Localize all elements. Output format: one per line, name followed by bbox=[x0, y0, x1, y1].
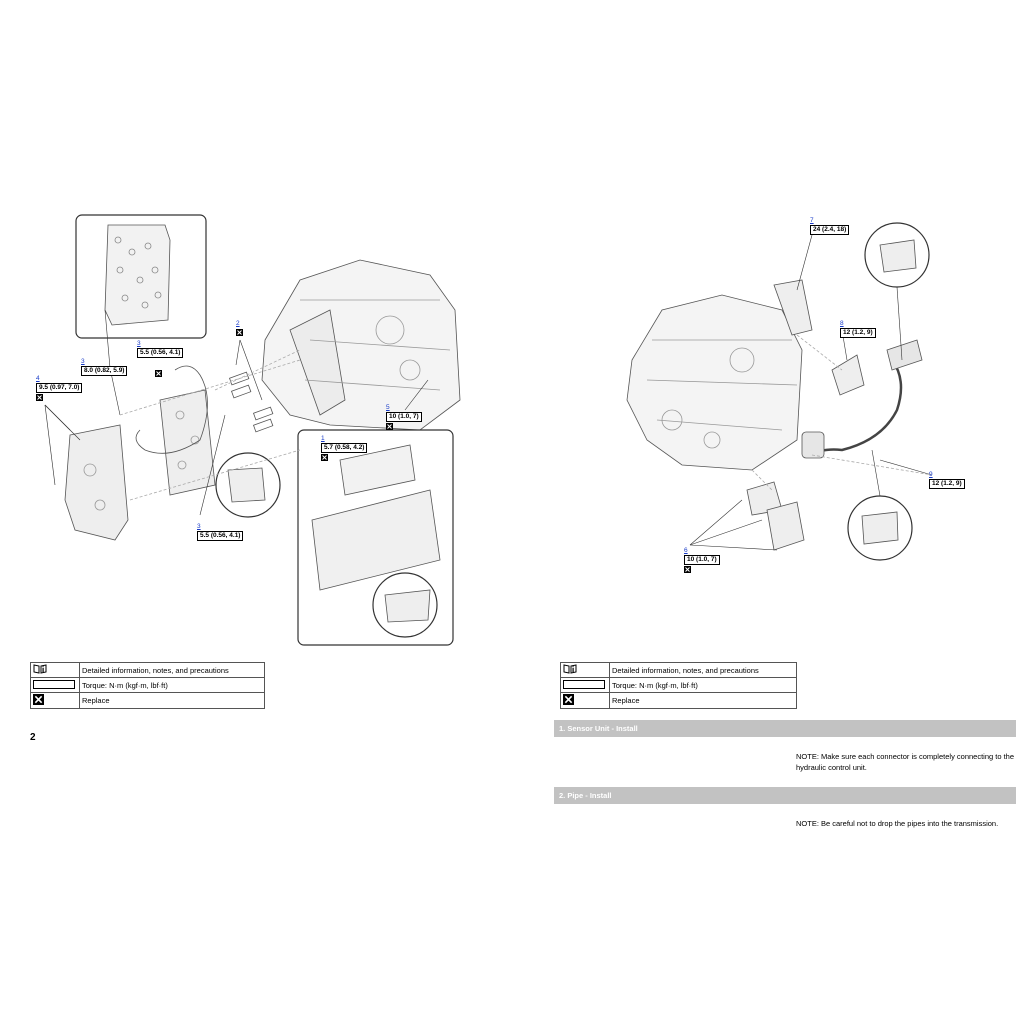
callout-6: 6 10 (1.0, 7) bbox=[684, 547, 720, 573]
torque-value: 9.5 (0.97, 7.0) bbox=[36, 383, 83, 393]
callout-ref-link[interactable]: 3 bbox=[81, 358, 85, 365]
step-header-pipe: 2. Pipe - Install bbox=[554, 787, 1016, 804]
callout-3-left: 3 8.0 (0.82, 5.9) bbox=[81, 358, 128, 376]
legend-row: Detailed information, notes, and precaut… bbox=[560, 662, 797, 678]
callout-7: 7 24 (2.4, 18) bbox=[810, 217, 850, 235]
book-info-icon bbox=[560, 662, 610, 678]
torque-value: 24 (2.4, 18) bbox=[810, 225, 850, 235]
callout-5: 5 10 (1.0, 7) bbox=[386, 404, 422, 430]
torque-value: 12 (1.2, 9) bbox=[840, 328, 876, 338]
legend-text: Replace bbox=[609, 692, 797, 709]
page-number: 2 bbox=[30, 732, 36, 743]
replace-x-icon bbox=[36, 394, 43, 401]
callout-ref-link[interactable]: 6 bbox=[684, 547, 688, 554]
torque-value: 10 (1.0, 7) bbox=[684, 555, 720, 565]
callout-9: 9 12 (1.2, 9) bbox=[929, 471, 965, 489]
callout-ref-link[interactable]: 5 bbox=[386, 404, 390, 411]
callout-8: 8 12 (1.2, 9) bbox=[840, 320, 876, 338]
left-page: 2 3 5.5 (0.56, 4.1) 3 8.0 (0.82, 5.9) 4 … bbox=[30, 214, 461, 743]
torque-value: 8.0 (0.82, 5.9) bbox=[81, 366, 128, 376]
callout-3-upper: 3 5.5 (0.56, 4.1) bbox=[137, 340, 184, 377]
legend-table: Detailed information, notes, and precaut… bbox=[560, 662, 797, 709]
torque-box-icon bbox=[560, 677, 610, 693]
legend-text: Torque: N·m (kgf·m, lbf·ft) bbox=[79, 677, 265, 693]
replace-x-icon bbox=[236, 329, 243, 336]
right-page: 7 24 (2.4, 18) 8 12 (1.2, 9) 9 12 (1.2, … bbox=[512, 0, 1024, 1024]
step-note: NOTE: Make sure each connector is comple… bbox=[796, 752, 1015, 772]
legend-text: Detailed information, notes, and precaut… bbox=[79, 662, 265, 678]
callout-ref-link[interactable]: 3 bbox=[197, 523, 201, 530]
legend-row: Replace bbox=[560, 692, 797, 709]
callout-ref-link[interactable]: 1 bbox=[321, 435, 325, 442]
replace-x-icon bbox=[155, 370, 162, 377]
callout-1: 1 5.7 (0.58, 4.2) bbox=[321, 435, 368, 461]
torque-box-icon bbox=[30, 677, 80, 693]
callout-ref-link[interactable]: 8 bbox=[840, 320, 844, 327]
callout-ref-link[interactable]: 7 bbox=[810, 217, 814, 224]
legend-row: Replace bbox=[30, 692, 265, 709]
torque-value: 10 (1.0, 7) bbox=[386, 412, 422, 422]
replace-x-icon bbox=[321, 454, 328, 461]
legend-text: Detailed information, notes, and precaut… bbox=[609, 662, 797, 678]
exploded-view-diagram bbox=[626, 222, 933, 561]
callout-ref-link[interactable]: 4 bbox=[36, 375, 40, 382]
torque-value: 12 (1.2, 9) bbox=[929, 479, 965, 489]
legend-text: Replace bbox=[79, 692, 265, 709]
callout-3-lower: 3 5.5 (0.56, 4.1) bbox=[197, 523, 244, 541]
callout-ref-link[interactable]: 2 bbox=[236, 320, 240, 327]
legend-row: Detailed information, notes, and precaut… bbox=[30, 662, 265, 678]
replace-x-icon bbox=[386, 423, 393, 430]
torque-value: 5.5 (0.56, 4.1) bbox=[197, 531, 244, 541]
legend-table: Detailed information, notes, and precaut… bbox=[30, 662, 265, 709]
replace-x-icon bbox=[684, 566, 691, 573]
step-note: NOTE: Be careful not to drop the pipes i… bbox=[796, 819, 999, 828]
replace-x-icon bbox=[30, 692, 80, 709]
legend-row: Torque: N·m (kgf·m, lbf·ft) bbox=[560, 677, 797, 693]
step-header-sensor-unit: 1. Sensor Unit - Install bbox=[554, 720, 1016, 737]
legend-text: Torque: N·m (kgf·m, lbf·ft) bbox=[609, 677, 797, 693]
callout-4: 4 9.5 (0.97, 7.0) bbox=[36, 375, 83, 401]
exploded-view-diagram bbox=[44, 214, 461, 646]
callout-ref-link[interactable]: 9 bbox=[929, 471, 933, 478]
callout-2: 2 bbox=[236, 320, 243, 336]
replace-x-icon bbox=[560, 692, 610, 709]
legend-row: Torque: N·m (kgf·m, lbf·ft) bbox=[30, 677, 265, 693]
book-info-icon bbox=[30, 662, 80, 678]
callout-ref-link[interactable]: 3 bbox=[137, 340, 141, 347]
torque-value: 5.7 (0.58, 4.2) bbox=[321, 443, 368, 453]
torque-value: 5.5 (0.56, 4.1) bbox=[137, 348, 184, 358]
